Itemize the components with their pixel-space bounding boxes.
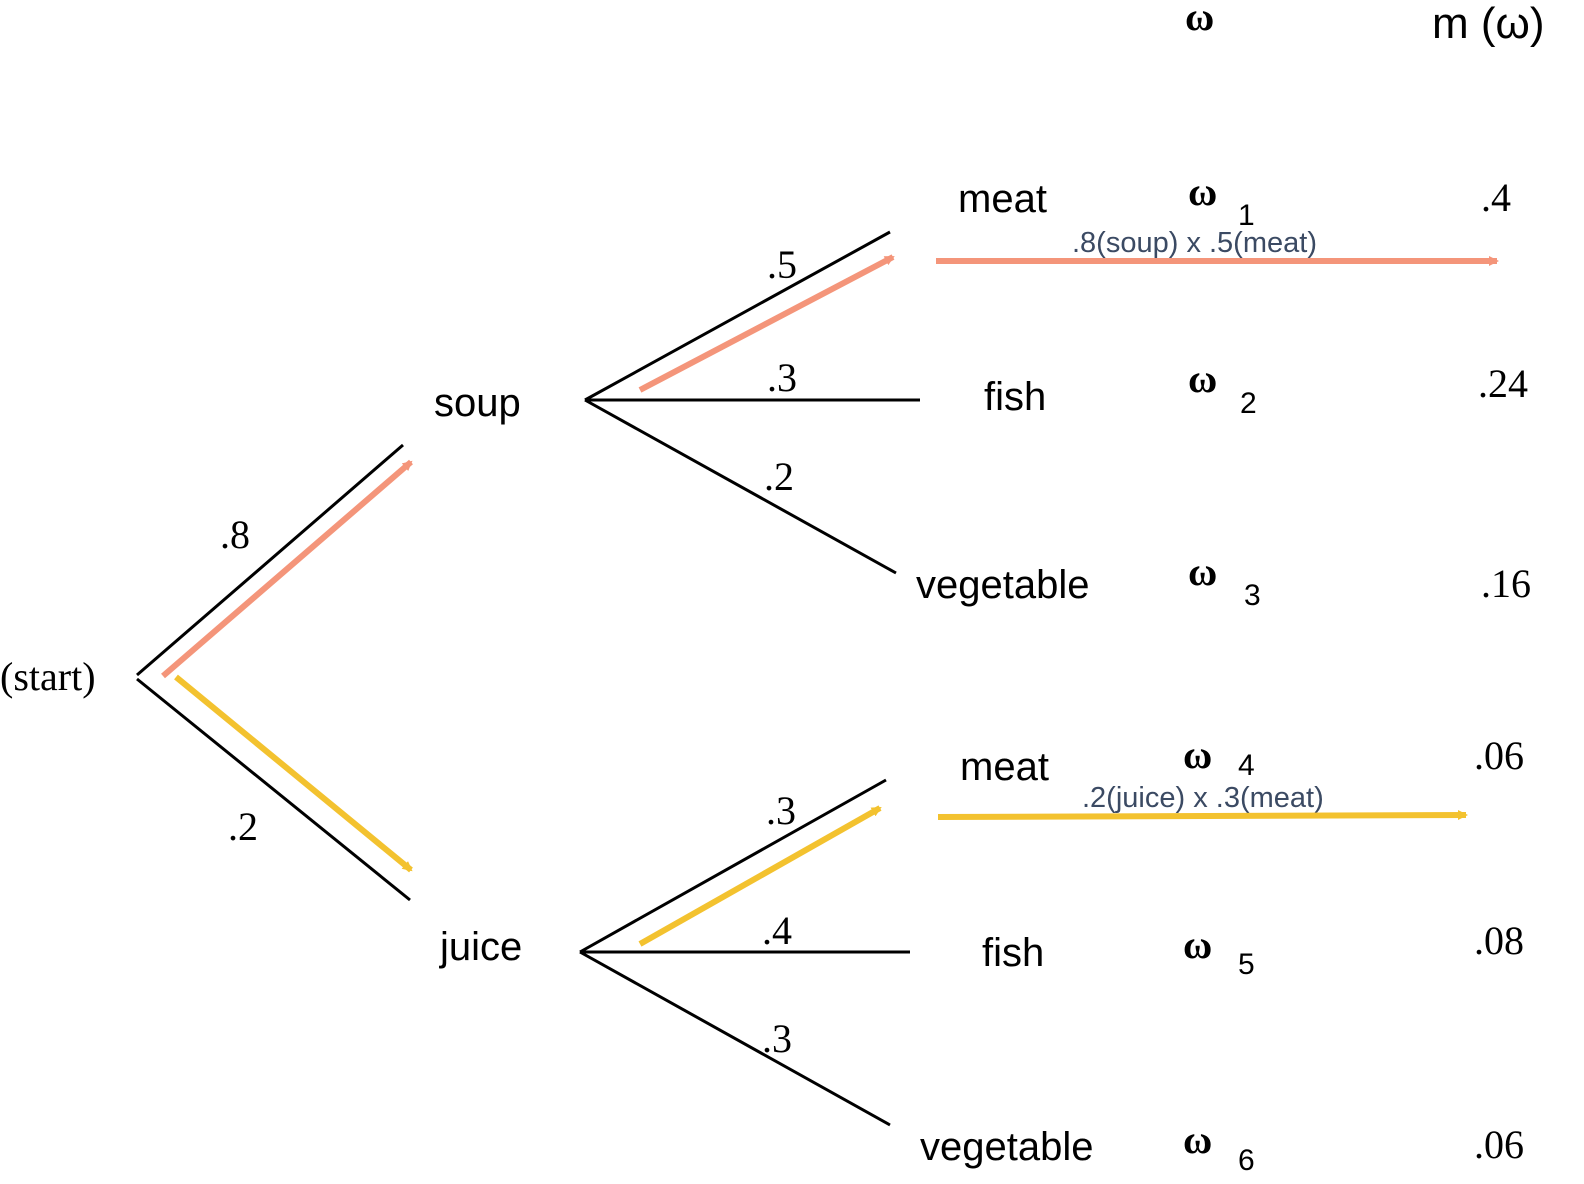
edge-start-soup bbox=[136, 443, 404, 677]
omega-5-subscript: 5 bbox=[1238, 948, 1255, 981]
omega-2-subscript: 2 bbox=[1240, 387, 1257, 420]
leaf-juice-meat: meat bbox=[960, 745, 1049, 789]
omega-4: ω bbox=[1183, 732, 1212, 777]
mass-5: .08 bbox=[1474, 918, 1524, 963]
mass-6: .06 bbox=[1474, 1122, 1524, 1167]
calc-juice-meat: .2(juice) x .3(meat) bbox=[1082, 782, 1324, 814]
calc-soup-meat: .8(soup) x .5(meat) bbox=[1072, 227, 1317, 259]
edge-soup-meat bbox=[584, 230, 891, 402]
omega-4-subscript: 4 bbox=[1238, 749, 1255, 782]
edge-soup-vegetable bbox=[584, 398, 897, 575]
omega-5: ω bbox=[1183, 922, 1212, 967]
start-label: (start) bbox=[0, 654, 96, 699]
prob-juice-fish: .4 bbox=[762, 908, 792, 953]
prob-juice-vegetable: .3 bbox=[762, 1016, 792, 1061]
node-soup: soup bbox=[434, 381, 521, 425]
juice-path-arrow bbox=[174, 674, 413, 873]
omega-1: ω bbox=[1188, 169, 1217, 214]
omega-1-subscript: 1 bbox=[1238, 199, 1255, 232]
omega-3-subscript: 3 bbox=[1244, 579, 1261, 612]
node-juice: juice bbox=[439, 925, 522, 969]
leaf-soup-fish: fish bbox=[984, 375, 1046, 419]
leaf-soup-meat: meat bbox=[958, 177, 1047, 221]
edge-juice-vegetable bbox=[579, 950, 891, 1127]
soup-meat-path-arrow bbox=[638, 254, 895, 393]
prob-soup-meat: .5 bbox=[767, 242, 797, 287]
prob-soup-fish: .3 bbox=[767, 355, 797, 400]
juice-meat-path-arrow bbox=[638, 805, 882, 947]
prob-soup: .8 bbox=[220, 512, 250, 557]
mass-3: .16 bbox=[1481, 561, 1531, 606]
omega-6: ω bbox=[1183, 1117, 1212, 1162]
leaf-juice-fish: fish bbox=[982, 931, 1044, 975]
soup-path-arrow bbox=[161, 459, 413, 679]
mass-1: .4 bbox=[1481, 175, 1511, 220]
calc-juice-meat-arrow bbox=[937, 810, 1468, 821]
omega-2: ω bbox=[1188, 356, 1217, 401]
omega-6-subscript: 6 bbox=[1238, 1144, 1255, 1177]
mass-column-header: m (ω) bbox=[1432, 0, 1545, 48]
edge-juice-meat bbox=[579, 778, 887, 954]
omega-column-header: ω bbox=[1185, 0, 1214, 39]
prob-juice-meat: .3 bbox=[766, 788, 796, 833]
omega-3: ω bbox=[1188, 549, 1217, 594]
leaf-juice-vegetable: vegetable bbox=[920, 1125, 1093, 1169]
prob-juice: .2 bbox=[228, 804, 258, 849]
edge-start-juice bbox=[136, 677, 411, 902]
mass-2: .24 bbox=[1478, 361, 1528, 406]
mass-4: .06 bbox=[1474, 733, 1524, 778]
leaf-soup-vegetable: vegetable bbox=[916, 563, 1089, 607]
prob-soup-vegetable: .2 bbox=[764, 454, 794, 499]
